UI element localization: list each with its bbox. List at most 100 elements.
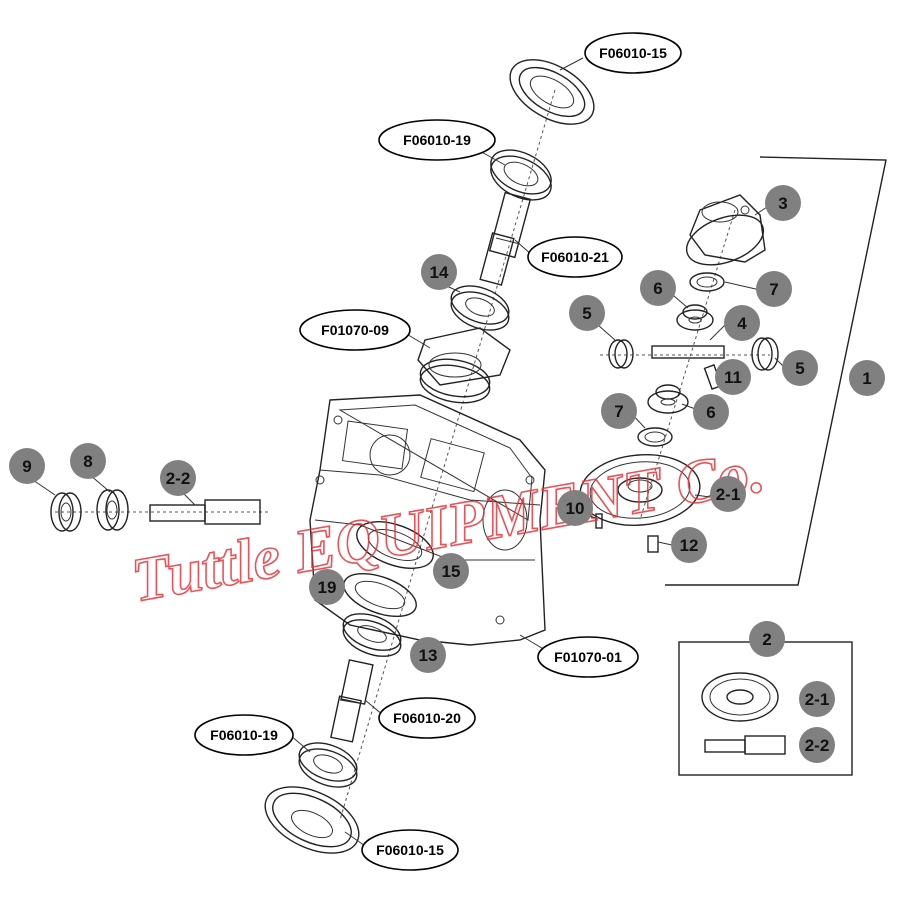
part-number-text: F06010-21 xyxy=(541,249,609,265)
oil-seal-top xyxy=(509,59,595,125)
callout-6: 6 xyxy=(693,394,729,430)
callout-circle xyxy=(9,448,45,484)
callout-number: 3 xyxy=(778,194,787,213)
callout-circle xyxy=(410,637,446,673)
callout-number: 1 xyxy=(862,369,871,388)
differential-case xyxy=(685,194,766,266)
axis-lines xyxy=(55,89,770,821)
callout-circle xyxy=(569,295,605,331)
part-number-label: F01070-09 xyxy=(299,309,411,351)
callout-circle xyxy=(782,350,818,386)
oil-seal-bottom xyxy=(264,786,360,854)
callout-circle xyxy=(724,305,760,341)
callout-circle xyxy=(693,394,729,430)
callout-circle xyxy=(557,490,593,526)
bearing-14 xyxy=(450,285,510,331)
callout-number: 6 xyxy=(706,403,715,422)
part-number-label: F06010-20 xyxy=(378,697,476,739)
part-number-text: F06010-19 xyxy=(403,132,471,148)
part-number-text: F06010-15 xyxy=(599,45,667,61)
callout-circle xyxy=(799,681,835,717)
callout-circle xyxy=(756,271,792,307)
gear-6-top xyxy=(676,304,714,331)
callout-6: 6 xyxy=(640,270,676,306)
callout-12: 12 xyxy=(671,527,707,563)
callout-number: 14 xyxy=(430,263,449,282)
washer-7-top xyxy=(689,272,725,292)
callout-15: 15 xyxy=(433,553,469,589)
callout-number: 2-1 xyxy=(805,690,830,709)
callout-number: 2-2 xyxy=(805,736,830,755)
gearbox-housing xyxy=(309,394,546,646)
part-number-text: F06010-15 xyxy=(376,842,444,858)
bearing-13 xyxy=(342,613,402,657)
shaft-top xyxy=(479,191,532,286)
callout-circle xyxy=(849,360,885,396)
pinion-shaft-4 xyxy=(651,345,725,359)
bolt-12 xyxy=(647,535,659,553)
assembly-1-bracket xyxy=(665,156,887,586)
callout-number: 15 xyxy=(442,562,461,581)
part-number-text: F01070-09 xyxy=(321,322,389,338)
bolt-10 xyxy=(595,513,603,529)
inset-ring-gear xyxy=(701,672,779,722)
callout-number: 11 xyxy=(724,368,742,387)
washer-7-bottom xyxy=(637,427,673,447)
callout-circle xyxy=(421,254,457,290)
shaft-2-2 xyxy=(149,499,261,525)
bearing-8 xyxy=(96,489,129,531)
callout-11: 11 xyxy=(715,359,751,395)
callout-2: 2 xyxy=(749,621,785,657)
part-number-label: F06010-21 xyxy=(527,236,623,278)
callout-1: 1 xyxy=(849,360,885,396)
callout-number: 8 xyxy=(83,452,92,471)
part-number-text: F06010-19 xyxy=(210,727,278,743)
part-number-label: F06010-19 xyxy=(378,119,496,161)
callout-number: 7 xyxy=(614,402,623,421)
housing-cap xyxy=(417,327,511,404)
callout-4: 4 xyxy=(724,305,760,341)
callout-number: 7 xyxy=(769,280,778,299)
callout-circle xyxy=(799,727,835,763)
part-number-label: F06010-15 xyxy=(361,829,459,871)
callout-circle xyxy=(70,443,106,479)
callout-10: 10 xyxy=(557,490,593,526)
callout-number: 2 xyxy=(762,630,771,649)
callout-circle xyxy=(309,569,345,605)
callout-19: 19 xyxy=(309,569,345,605)
gear-6-bottom xyxy=(647,384,689,414)
side-gear-5-right xyxy=(751,337,779,371)
callout-2-2: 2-2 xyxy=(799,727,835,763)
callout-circle xyxy=(601,393,637,429)
callout-13: 13 xyxy=(410,637,446,673)
part-number-label: F06010-19 xyxy=(194,714,294,756)
callout-circle xyxy=(715,359,751,395)
callout-14: 14 xyxy=(421,254,457,290)
callout-number: 2-2 xyxy=(166,469,191,488)
callout-9: 9 xyxy=(9,448,45,484)
callout-number: 6 xyxy=(653,279,662,298)
bearing-9 xyxy=(50,492,82,532)
callout-circle xyxy=(749,621,785,657)
callout-number: 12 xyxy=(680,536,699,555)
callout-number: 19 xyxy=(318,578,337,597)
callout-5: 5 xyxy=(569,295,605,331)
callout-number: 2-1 xyxy=(716,485,741,504)
callout-number: 5 xyxy=(582,304,591,323)
inset-shaft xyxy=(704,735,786,755)
callout-circle xyxy=(433,553,469,589)
bearing-bottom xyxy=(298,742,358,788)
callout-8: 8 xyxy=(70,443,106,479)
side-gear-5-left xyxy=(608,339,634,369)
callout-circle xyxy=(765,185,801,221)
callout-circle xyxy=(640,270,676,306)
callout-2-2: 2-2 xyxy=(160,460,196,496)
callout-5: 5 xyxy=(782,350,818,386)
part-number-text: F06010-20 xyxy=(393,710,461,726)
oval-labels: F06010-15F06010-19F06010-21F01070-09F010… xyxy=(194,32,682,871)
part-number-text: F01070-01 xyxy=(554,649,622,665)
bearing-top xyxy=(490,149,552,201)
